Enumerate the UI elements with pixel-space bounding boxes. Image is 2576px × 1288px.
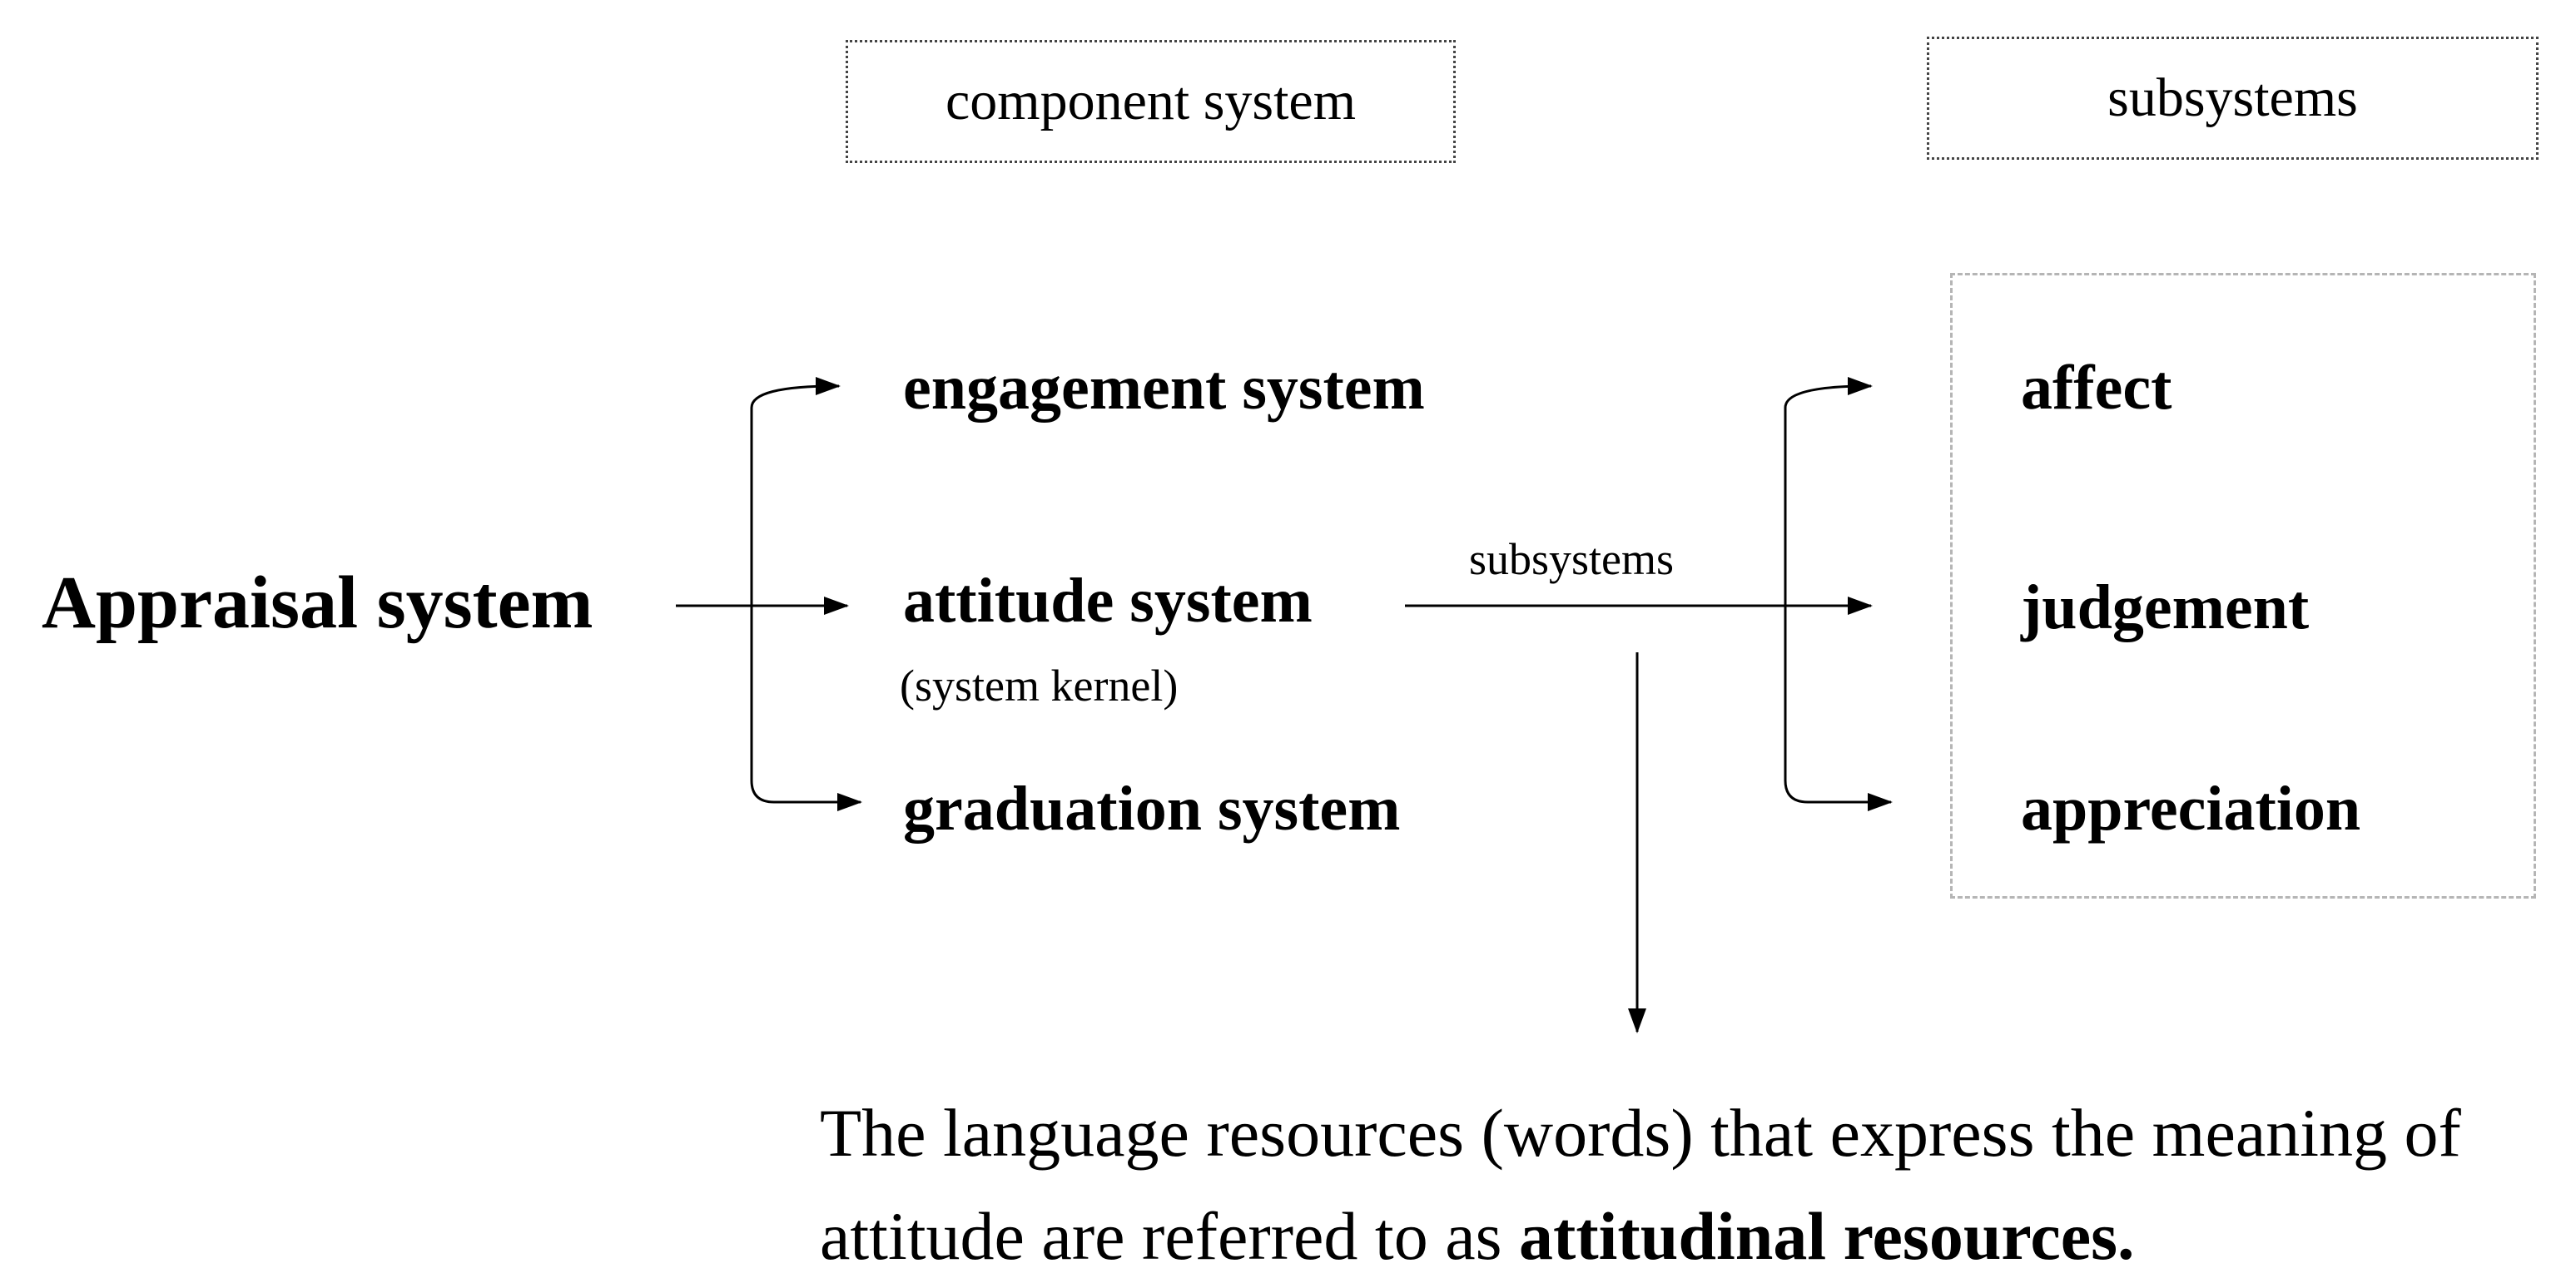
subsystem-judgement: judgement — [2021, 572, 2310, 642]
component-engagement: engagement system — [903, 353, 1425, 423]
subsystem-appreciation: appreciation — [2021, 774, 2361, 844]
component-system-header-label: component system — [945, 71, 1357, 131]
conclusion-line-2-prefix: attitude are referred to as — [820, 1198, 1520, 1274]
conclusion-line-1: The language resources (words) that expr… — [820, 1095, 2461, 1171]
component-graduation: graduation system — [903, 774, 1401, 844]
root-appraisal-system: Appraisal system — [42, 562, 593, 644]
attitudinal-resources-term: attitudinal resources. — [1519, 1198, 2135, 1274]
edge-label-subsystems: subsystems — [1469, 534, 1675, 584]
subsystems-header-label: subsystems — [2107, 67, 2358, 128]
conclusion-text: The language resources (words) that expr… — [820, 1082, 2568, 1288]
subsystems-header: subsystems — [1927, 37, 2539, 160]
attitude-kernel-note: (system kernel) — [900, 661, 1179, 711]
subsystem-affect: affect — [2021, 353, 2172, 423]
attitude-subsystems-group — [1950, 273, 2536, 899]
subsystem-bracket — [1784, 384, 1869, 804]
conclusion-line-2: attitude are referred to as attitudinal … — [820, 1185, 2568, 1288]
component-system-header: component system — [846, 40, 1456, 163]
component-bracket — [750, 384, 837, 804]
component-attitude: attitude system — [903, 566, 1313, 636]
